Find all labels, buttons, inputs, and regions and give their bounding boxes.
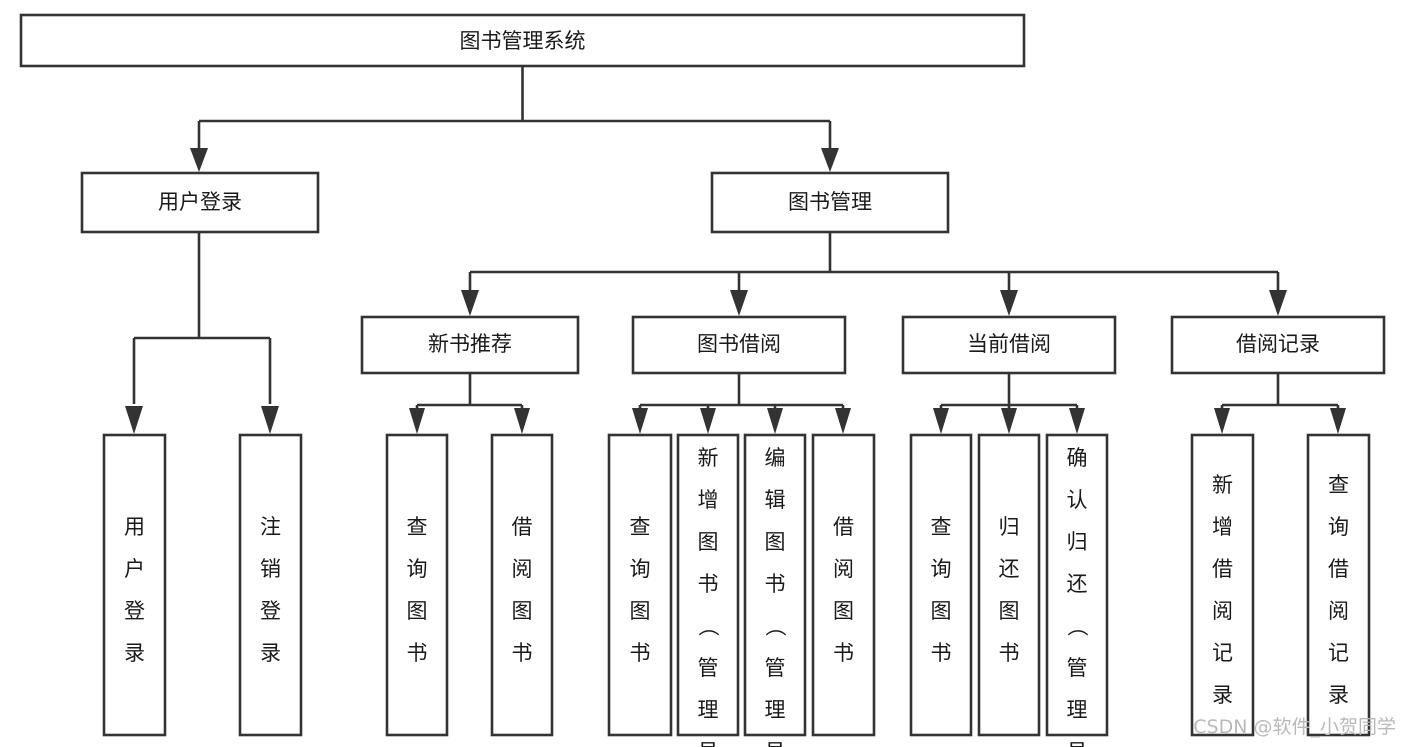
arrow-head-user-login (190, 148, 208, 172)
leaf-add-record-box[interactable] (1190, 433, 1255, 737)
leaf-confirm-return-label: 确认归还管理员 (1067, 446, 1088, 747)
vertical-glyph: （ (696, 616, 720, 637)
node-borrow-record-box[interactable] (1170, 315, 1386, 375)
leaf-user-login[interactable]: 用户登录 (102, 433, 167, 737)
arrow-head-leaf-edit-book (767, 408, 783, 434)
leaf-add-book-box[interactable] (676, 433, 740, 737)
node-borrow-record[interactable]: 借阅记录 (1170, 315, 1386, 375)
leaf-query-book-3-box[interactable] (909, 433, 973, 737)
arrow-head-leaf-query-book-1 (409, 408, 425, 434)
arrow-head-leaf-borrow-book-1 (514, 408, 530, 434)
leaf-return-book[interactable]: 归还图书 (977, 433, 1041, 737)
leaf-borrow-book-2-box[interactable] (811, 433, 876, 737)
leaf-edit-book-label: 编辑图书管理员 (765, 446, 786, 747)
arrow-head-leaf-add-book (700, 408, 716, 434)
csdn-watermark: CSDN @软件_小贺同学 (1193, 716, 1396, 738)
leaf-add-record[interactable]: 新增借阅记录 (1190, 433, 1255, 737)
arrow-head-book-borrow (730, 290, 748, 316)
node-user-login-label: 用户登录 (158, 190, 242, 214)
connector-layer (125, 66, 1346, 434)
leaf-edit-book-box[interactable] (743, 433, 807, 737)
node-current-borrow-box[interactable] (901, 315, 1117, 375)
arrow-head-leaf-user-logout (261, 406, 279, 434)
leaf-confirm-return-box[interactable] (1045, 433, 1109, 737)
leaf-add-book[interactable]: 新增图书管理员 （） (676, 433, 740, 747)
arrow-head-leaf-query-record (1330, 408, 1346, 434)
node-user-login-box[interactable] (80, 171, 320, 234)
node-root-label: 图书管理系统 (460, 29, 586, 53)
node-user-login[interactable]: 用户登录 (80, 171, 320, 234)
leaf-query-book-2[interactable]: 查询图书 (607, 433, 673, 737)
leaf-user-login-box[interactable] (102, 433, 167, 737)
node-new-book-recommend[interactable]: 新书推荐 (360, 315, 580, 375)
node-book-borrow-box[interactable] (631, 315, 847, 375)
node-book-borrow[interactable]: 图书借阅 (631, 315, 847, 375)
arrow-head-leaf-user-login (125, 406, 143, 434)
node-borrow-record-label: 借阅记录 (1236, 332, 1320, 356)
leaf-query-book-3-label: 查询图书 (931, 515, 952, 665)
leaf-edit-book[interactable]: 编辑图书管理员 （） (743, 433, 807, 747)
node-new-book-recommend-label: 新书推荐 (428, 332, 512, 356)
leaf-add-book-label: 新增图书管理员 (698, 446, 719, 747)
leaf-return-book-box[interactable] (977, 433, 1041, 737)
node-root-box[interactable] (19, 13, 1026, 68)
node-new-book-recommend-box[interactable] (360, 315, 580, 375)
leaf-query-record-box[interactable] (1306, 433, 1371, 737)
leaf-query-book-2-box[interactable] (607, 433, 673, 737)
arrow-head-leaf-add-record (1214, 408, 1230, 434)
leaf-user-logout[interactable]: 注销登录 (238, 433, 303, 737)
leaf-user-logout-label: 注销登录 (260, 515, 281, 665)
leaf-query-book-1[interactable]: 查询图书 (385, 433, 449, 737)
vertical-glyph: （ (1065, 616, 1089, 637)
leaf-query-book-1-box[interactable] (385, 433, 449, 737)
node-book-manage-box[interactable] (710, 171, 950, 234)
arrow-head-new-book-recommend (461, 290, 479, 316)
node-book-borrow-label: 图书借阅 (697, 332, 781, 356)
leaf-user-logout-box[interactable] (238, 433, 303, 737)
leaf-confirm-return[interactable]: 确认归还管理员 （） (1045, 433, 1109, 747)
leaf-borrow-book-1[interactable]: 借阅图书 (490, 433, 554, 737)
arrow-head-leaf-query-book-3 (933, 408, 949, 434)
leaf-borrow-book-2[interactable]: 借阅图书 (811, 433, 876, 737)
arrow-head-borrow-record (1269, 290, 1287, 316)
arrow-head-leaf-borrow-book-2 (835, 408, 851, 434)
arrow-head-leaf-return-book (1001, 408, 1017, 434)
arrow-head-current-borrow (1000, 290, 1018, 316)
leaf-borrow-book-1-label: 借阅图书 (512, 515, 533, 665)
vertical-glyph: （ (763, 616, 787, 637)
node-root[interactable]: 图书管理系统 (19, 13, 1026, 68)
node-current-borrow[interactable]: 当前借阅 (901, 315, 1117, 375)
arrow-head-leaf-confirm-return (1069, 408, 1085, 434)
leaf-user-login-label: 用户登录 (124, 515, 145, 665)
leaf-query-record-label: 查询借阅记录 (1328, 473, 1349, 707)
leaf-query-book-1-label: 查询图书 (407, 515, 428, 665)
arrow-head-leaf-query-book-2 (632, 408, 648, 434)
node-current-borrow-label: 当前借阅 (967, 332, 1051, 356)
arrow-head-book-manage (821, 148, 839, 172)
leaf-return-book-label: 归还图书 (999, 515, 1020, 665)
leaf-add-record-label: 新增借阅记录 (1212, 473, 1233, 707)
leaf-query-book-3[interactable]: 查询图书 (909, 433, 973, 737)
leaf-query-book-2-label: 查询图书 (630, 515, 651, 665)
leaf-borrow-book-1-box[interactable] (490, 433, 554, 737)
leaf-borrow-book-2-label: 借阅图书 (833, 515, 854, 665)
node-book-manage[interactable]: 图书管理 (710, 171, 950, 234)
leaf-query-record[interactable]: 查询借阅记录 (1306, 433, 1371, 737)
node-book-manage-label: 图书管理 (788, 190, 872, 214)
